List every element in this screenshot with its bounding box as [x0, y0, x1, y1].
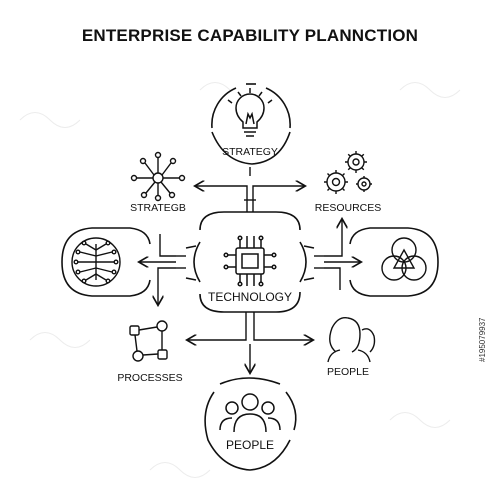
stock-id-stamp: #195079937 [478, 317, 487, 363]
watermark-pattern [19, 82, 461, 478]
label-processes: PROCESSES [117, 372, 183, 384]
circuit-node [61, 227, 151, 297]
triangle-venn-icon [381, 237, 427, 281]
label-people-right: PEOPLE [326, 366, 370, 378]
label-technology: TECHNOLOGY [207, 290, 292, 304]
people-icon [327, 317, 376, 363]
circuit-icon [71, 237, 121, 287]
group-icon [219, 393, 281, 433]
label-people-bottom: PEOPLE [225, 438, 275, 452]
chip-icon [223, 235, 277, 287]
gears-icon [324, 151, 372, 194]
label-strategy-left: STRATEGB [130, 202, 186, 214]
connectors [140, 167, 360, 372]
technology-node [185, 211, 315, 313]
network-icon [130, 151, 186, 202]
people-bottom-node [204, 377, 297, 471]
lightbulb-icon [227, 88, 273, 137]
diagram-title: ENTERPRISE CAPABILITY PLANNCTION [81, 26, 419, 45]
strategy-top-node [211, 83, 291, 165]
label-strategy-top: STRATEGY [222, 146, 278, 158]
venn-node [349, 227, 439, 297]
label-resources: RESOURCES [314, 202, 382, 214]
nodes-icon [129, 320, 168, 362]
